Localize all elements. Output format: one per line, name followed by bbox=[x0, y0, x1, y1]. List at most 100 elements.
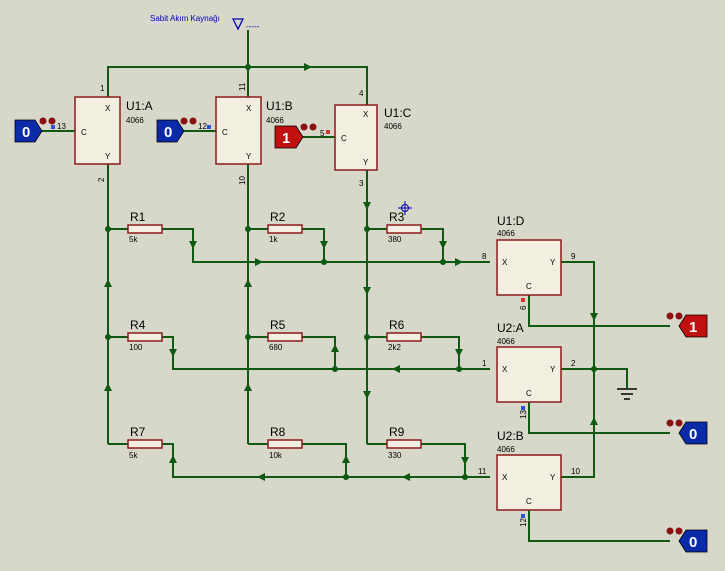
resistor-name: R9 bbox=[389, 425, 405, 439]
switch-name: U1:C bbox=[384, 106, 412, 120]
resistor-r9[interactable]: R9 330 bbox=[386, 425, 422, 460]
flow-arrows bbox=[104, 63, 598, 481]
resistor-r3[interactable]: R3 380 bbox=[386, 210, 422, 244]
switch-y-label: Y bbox=[246, 152, 252, 161]
pin-state-marker bbox=[521, 406, 525, 410]
switch-u1c[interactable]: X C Y U1:C 4066 4 3 5 bbox=[320, 89, 412, 188]
resistor-r7[interactable]: R7 5k bbox=[127, 425, 163, 460]
crosshair-cursor-icon bbox=[398, 201, 412, 215]
junction-dots bbox=[105, 64, 597, 480]
resistor-name: R3 bbox=[389, 210, 405, 224]
logic-state: 0 bbox=[689, 534, 697, 551]
switch-u1d[interactable]: X C Y U1:D 4066 8 9 6 bbox=[482, 214, 576, 310]
switch-c-pin: 13 bbox=[57, 122, 66, 131]
switch-y-pin: 2 bbox=[571, 359, 576, 368]
switch-u1a[interactable]: X C Y U1:A 4066 1 2 13 bbox=[57, 84, 153, 182]
switch-y-pin: 10 bbox=[571, 467, 580, 476]
switch-y-label: Y bbox=[550, 473, 556, 482]
switch-y-pin: 3 bbox=[359, 179, 364, 188]
switch-x-label: X bbox=[502, 473, 508, 482]
logic-state: 0 bbox=[22, 124, 30, 141]
probe-icon bbox=[189, 117, 197, 125]
switch-part: 4066 bbox=[266, 116, 284, 125]
switch-name: U1:B bbox=[266, 99, 293, 113]
switch-part: 4066 bbox=[384, 122, 402, 131]
switch-part: 4066 bbox=[497, 445, 515, 454]
resistor-value: 380 bbox=[388, 235, 402, 244]
probe-icon bbox=[180, 117, 188, 125]
current-source-label: Sabit Akım Kaynağı bbox=[150, 14, 220, 23]
switch-x-label: X bbox=[502, 365, 508, 374]
logic-input-u1a[interactable]: 0 bbox=[14, 117, 56, 143]
logic-input-u1b[interactable]: 0 bbox=[156, 117, 211, 143]
current-source[interactable]: Sabit Akım Kaynağı ----- bbox=[150, 14, 260, 31]
switch-x-label: X bbox=[502, 258, 508, 267]
logic-state: 0 bbox=[164, 124, 172, 141]
switch-c-pin: 6 bbox=[519, 305, 528, 310]
resistor-r8[interactable]: R8 10k bbox=[267, 425, 303, 460]
resistor-name: R5 bbox=[270, 318, 286, 332]
resistor-name: R7 bbox=[130, 425, 146, 439]
switch-u1b[interactable]: X C Y U1:B 4066 11 10 12 bbox=[198, 82, 293, 185]
resistor-r5[interactable]: R5 680 bbox=[267, 318, 303, 352]
current-source-mark: ----- bbox=[246, 22, 260, 31]
switch-y-label: Y bbox=[550, 365, 556, 374]
source-terminal-icon bbox=[231, 18, 245, 31]
probe-icon bbox=[675, 312, 683, 320]
switch-c-label: C bbox=[81, 128, 87, 137]
switch-part: 4066 bbox=[126, 116, 144, 125]
probe-icon bbox=[666, 419, 674, 427]
switch-c-pin: 12 bbox=[519, 518, 528, 527]
probe-icon bbox=[309, 123, 317, 131]
switch-name: U1:A bbox=[126, 99, 153, 113]
resistor-r1[interactable]: R1 5k bbox=[127, 210, 163, 244]
logic-state: 0 bbox=[689, 426, 697, 443]
pin-state-marker bbox=[521, 514, 525, 518]
switch-u2a[interactable]: X C Y U2:A 4066 1 2 13 bbox=[482, 321, 576, 419]
probe-icon bbox=[666, 527, 674, 535]
ground-symbol bbox=[617, 388, 637, 400]
resistor-value: 1k bbox=[269, 235, 278, 244]
logic-input-u2a[interactable]: 0 bbox=[521, 406, 708, 445]
probe-icon bbox=[675, 527, 683, 535]
switch-part: 4066 bbox=[497, 337, 515, 346]
switch-c-label: C bbox=[526, 389, 532, 398]
pin-state-marker bbox=[521, 298, 525, 302]
resistor-name: R1 bbox=[130, 210, 146, 224]
resistor-r4[interactable]: R4 100 bbox=[127, 318, 163, 352]
resistor-value: 330 bbox=[388, 451, 402, 460]
switch-x-pin: 11 bbox=[238, 82, 247, 91]
switch-c-pin: 5 bbox=[320, 129, 325, 138]
switch-name: U2:A bbox=[497, 321, 524, 335]
resistor-value: 680 bbox=[269, 343, 283, 352]
switch-x-label: X bbox=[246, 104, 252, 113]
probe-icon bbox=[300, 123, 308, 131]
logic-input-u1d[interactable]: 1 bbox=[521, 298, 708, 338]
resistor-value: 2k2 bbox=[388, 343, 401, 352]
resistor-r2[interactable]: R2 1k bbox=[267, 210, 303, 244]
switch-c-label: C bbox=[222, 128, 228, 137]
switch-x-pin: 4 bbox=[359, 89, 364, 98]
switch-y-pin: 9 bbox=[571, 252, 576, 261]
logic-input-u1c[interactable]: 1 bbox=[274, 123, 330, 149]
pin-state-marker bbox=[51, 125, 55, 129]
resistor-name: R2 bbox=[270, 210, 286, 224]
probe-icon bbox=[48, 117, 56, 125]
switch-u2b[interactable]: X C Y U2:B 4066 11 10 12 bbox=[478, 429, 580, 527]
logic-state: 1 bbox=[689, 319, 697, 336]
switch-x-pin: 1 bbox=[100, 84, 105, 93]
logic-input-u2b[interactable]: 0 bbox=[521, 514, 708, 553]
switch-x-pin: 8 bbox=[482, 252, 487, 261]
pin-state-marker bbox=[326, 130, 330, 134]
probe-icon bbox=[666, 312, 674, 320]
resistor-r6[interactable]: R6 2k2 bbox=[386, 318, 422, 352]
resistor-name: R4 bbox=[130, 318, 146, 332]
switch-y-label: Y bbox=[363, 158, 369, 167]
resistor-value: 5k bbox=[129, 235, 138, 244]
resistor-value: 10k bbox=[269, 451, 283, 460]
switch-name: U1:D bbox=[497, 214, 525, 228]
probe-icon bbox=[39, 117, 47, 125]
switch-y-pin: 2 bbox=[97, 177, 106, 182]
switch-part: 4066 bbox=[497, 229, 515, 238]
